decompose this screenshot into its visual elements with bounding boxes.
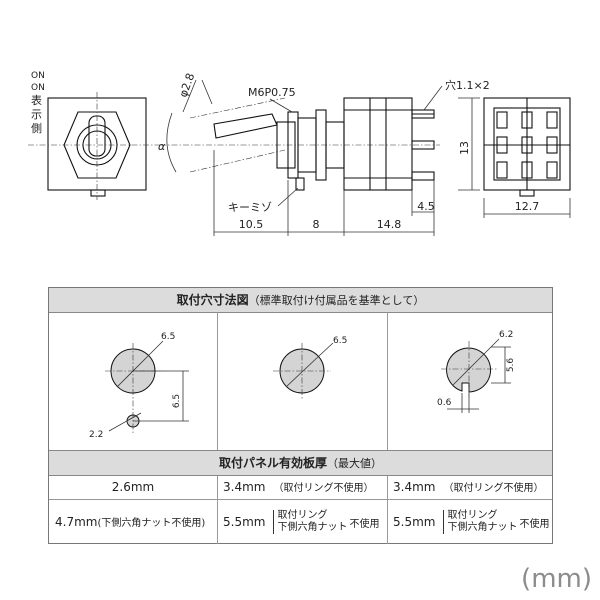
display-side-label: 表 示 側: [31, 93, 42, 135]
mount-hole-figures: 6.5 6.5 2.2 6.5 6.2 5.6: [89, 330, 516, 440]
row1-col3: 3.4mm （取付リング不使用）: [393, 475, 553, 499]
rear-dimensions: 12.7 13: [458, 97, 571, 218]
dim-13: 13: [458, 141, 471, 155]
panel-thickness-header-main: 取付パネル有効板厚: [218, 456, 327, 470]
fig1-small-label: 2.2: [89, 430, 103, 440]
dim-10-5: 10.5: [239, 218, 264, 231]
row1-col2-value: 3.4mm: [223, 480, 266, 494]
hole-label: 穴1.1×2: [445, 78, 490, 92]
row1-col3-value: 3.4mm: [393, 480, 436, 494]
keymizo-label: キーミゾ: [228, 201, 272, 214]
mount-hole-header-sub: （標準取付け付属品を基準として）: [248, 294, 425, 307]
diameter-dimension: φ2.8: [177, 71, 213, 113]
row2-col2: 5.5mm 取付リング 下側六角ナット 不使用: [223, 500, 385, 544]
front-view: [28, 92, 160, 200]
row2-col1-note: (下側六角ナット不使用): [97, 518, 206, 529]
angle-label: α: [158, 140, 166, 153]
panel-thickness-header-sub: （最大値）: [327, 457, 382, 470]
row1-col1: 2.6mm: [111, 480, 155, 494]
svg-text:表: 表: [31, 93, 42, 107]
row2-col3: 5.5mm 取付リング 下側六角ナット 不使用: [393, 500, 553, 544]
dim-12-7: 12.7: [515, 200, 540, 213]
dim-8: 8: [313, 218, 320, 231]
fig2-dia-label: 6.5: [333, 336, 347, 346]
row2-col1: 4.7mm(下側六角ナット不使用): [55, 500, 217, 544]
mount-hole-header-main: 取付穴寸法図: [176, 293, 249, 307]
fig3-height-label: 5.6: [506, 358, 516, 373]
hole-figure-1: 6.5 6.5 2.2: [89, 332, 189, 440]
panel-thickness-header: 取付パネル有効板厚（最大値）: [49, 450, 552, 476]
dim-4-5: 4.5: [417, 200, 435, 213]
row2-col3-note-b: 下側六角ナット: [447, 522, 518, 533]
hole-figure-3: 6.2 5.6 0.6: [437, 330, 516, 413]
fig1-offset-label: 6.5: [172, 394, 182, 408]
horizontal-dimensions: 10.5 8 14.8 4.5: [213, 150, 435, 236]
keymizo-callout: キーミゾ: [228, 187, 299, 214]
row1-col2: 3.4mm （取付リング不使用）: [223, 475, 385, 499]
row2-col3-note-block: 取付リング 下側六角ナット: [443, 510, 517, 534]
fig3-dia-label: 6.2: [499, 330, 513, 340]
hole-dimension: 穴1.1×2: [423, 78, 490, 111]
row2-col3-note-c: 不使用: [519, 518, 550, 530]
hole-figure-2: 6.5: [273, 336, 347, 399]
angle-dimension: α: [158, 112, 177, 173]
rear-view: [483, 97, 571, 197]
row2-col2-value: 5.5mm: [223, 515, 266, 529]
mount-hole-header: 取付穴寸法図（標準取付け付属品を基準として）: [49, 288, 552, 313]
row2-col1-value: 4.7mm: [55, 515, 98, 529]
row2-col2-note-c: 不使用: [349, 518, 380, 530]
row2-col2-note-block: 取付リング 下側六角ナット: [273, 510, 347, 534]
fig3-key-label: 0.6: [437, 398, 452, 408]
row2-col3-note-a: 取付リング: [447, 510, 498, 521]
switch-dimension-drawing: ON ON 表 示 側: [28, 71, 571, 236]
row2-col3-value: 5.5mm: [393, 515, 436, 529]
onn-label-top: ON: [31, 71, 45, 81]
svg-text:示: 示: [31, 108, 42, 121]
thread-label: M6P0.75: [248, 86, 296, 99]
row2-col2-note-a: 取付リング: [277, 510, 328, 521]
dim-14-8: 14.8: [377, 218, 402, 231]
thread-dimension: M6P0.75: [248, 86, 296, 113]
fig1-dia-label: 6.5: [161, 332, 175, 342]
mounting-table: 取付穴寸法図（標準取付け付属品を基準として） 6.5 6.5 2.2: [48, 287, 553, 544]
unit-label: (mm): [521, 564, 592, 594]
onn-label-bottom: ON: [31, 83, 45, 93]
row1-col3-note: （取付リング不使用）: [443, 483, 544, 494]
side-view: [160, 97, 440, 191]
svg-text:側: 側: [31, 122, 42, 135]
row2-col2-note-b: 下側六角ナット: [277, 522, 348, 533]
row1-col2-note: （取付リング不使用）: [273, 483, 374, 494]
